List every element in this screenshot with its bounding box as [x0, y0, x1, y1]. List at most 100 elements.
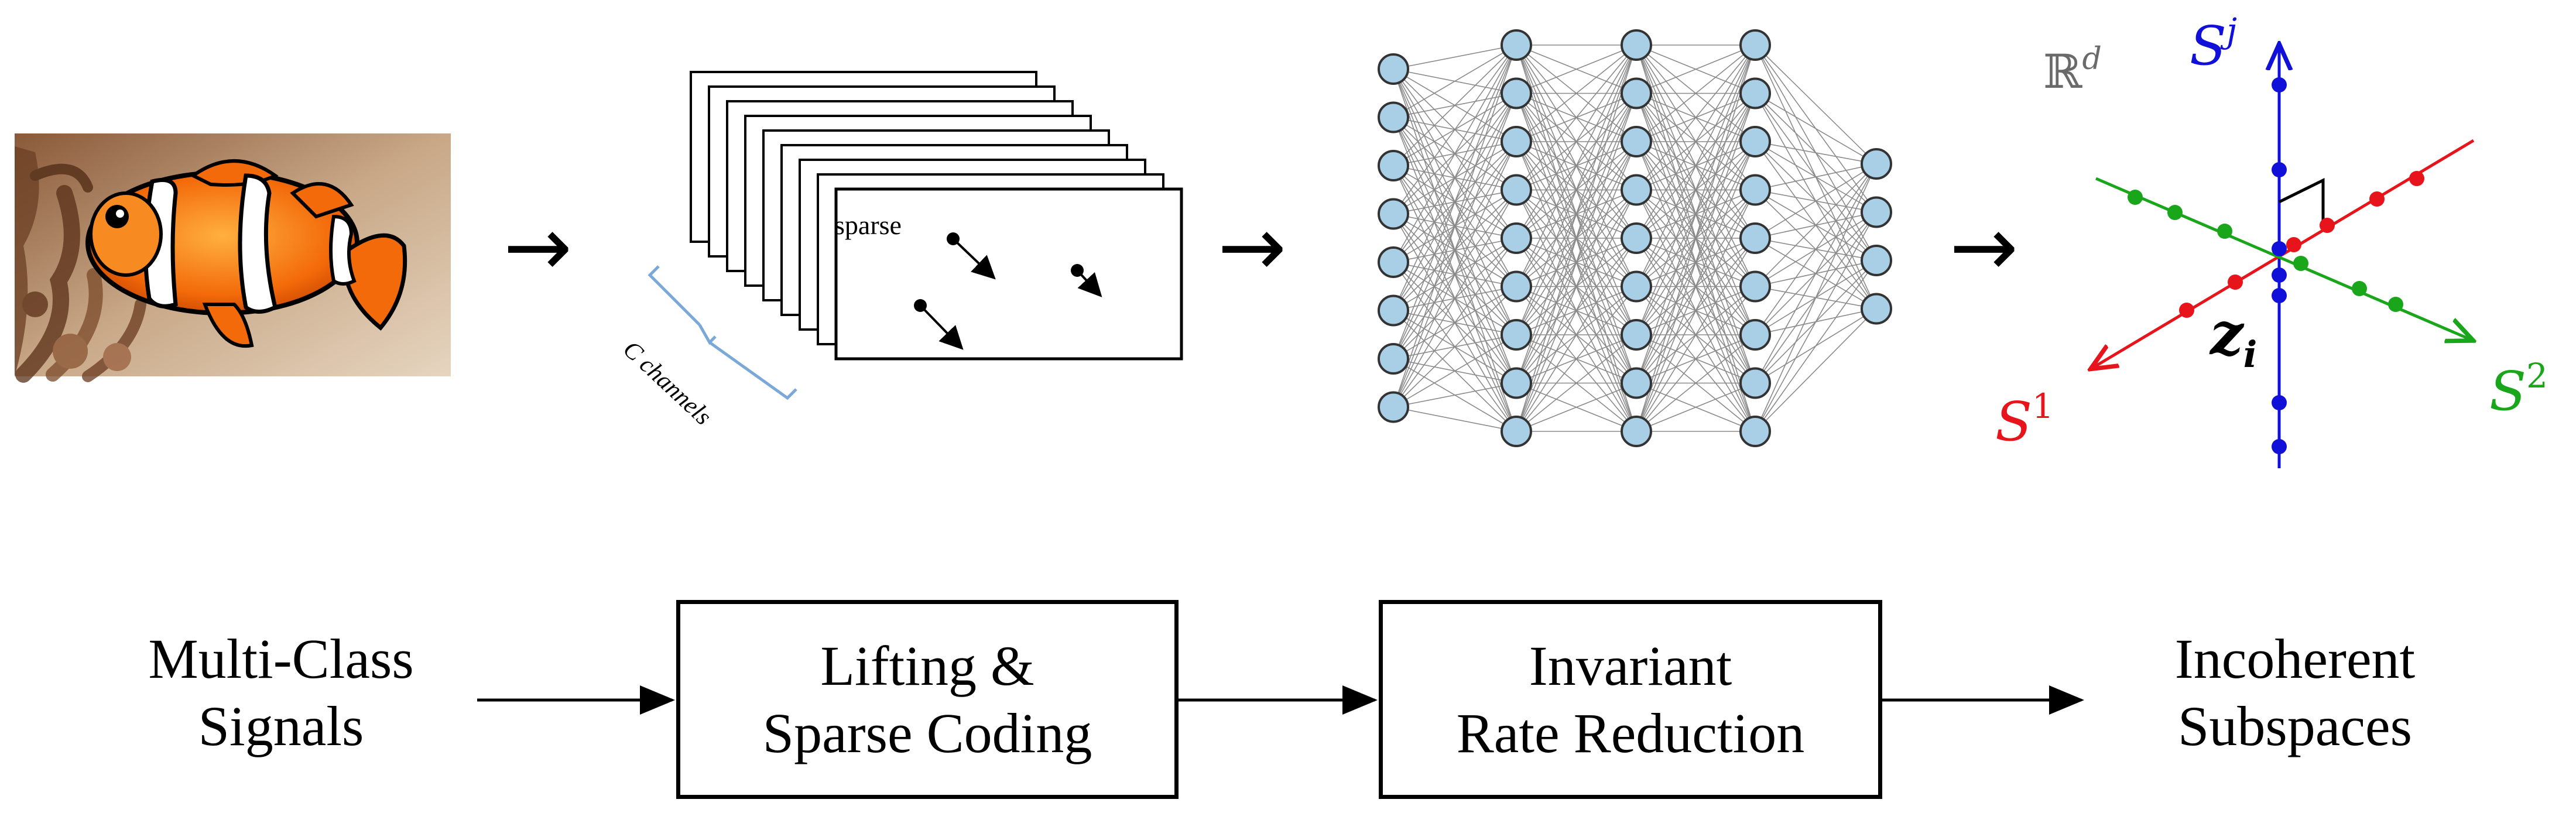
- network-edge: [1393, 44, 1517, 214]
- invariant-rate-reduction-box: Invariant Rate Reduction: [1379, 600, 1882, 799]
- network-edge: [1755, 163, 1877, 432]
- network-edge: [1636, 44, 1756, 383]
- network-edge: [1516, 141, 1637, 432]
- channels-label: C channels: [618, 336, 717, 431]
- network-edge: [1755, 141, 1877, 164]
- network-edge: [1516, 44, 1637, 94]
- neuron-layer-2: [1501, 319, 1532, 351]
- network-edge: [1636, 238, 1756, 432]
- network-edge: [1393, 93, 1517, 407]
- network-edge: [1516, 44, 1637, 287]
- network-edge: [1393, 190, 1517, 407]
- step2-line-2: Rate Reduction: [1456, 702, 1805, 764]
- neuron-layer-3: [1621, 77, 1652, 109]
- step1-line-1: Lifting &: [820, 634, 1034, 697]
- neuron-layer-1: [1378, 53, 1409, 85]
- neuron-layer-4: [1739, 29, 1771, 61]
- network-edge: [1755, 92, 1877, 164]
- network-edge: [1393, 44, 1517, 263]
- neuron-layer-1: [1378, 150, 1409, 181]
- network-edge: [1393, 238, 1517, 407]
- channel-card: [834, 187, 1183, 361]
- network-edge: [1516, 382, 1637, 432]
- network-edge: [1393, 44, 1517, 70]
- neuron-layer-1: [1378, 343, 1409, 375]
- subspace-1-points: [2179, 171, 2424, 318]
- subspace-2-axis: [2095, 177, 2471, 339]
- arrow-1: →: [503, 200, 572, 295]
- neuron-layer-4: [1739, 319, 1771, 351]
- channel-stack: [690, 71, 1183, 361]
- neuron-layer-1: [1378, 198, 1409, 230]
- neuron-layer-2: [1501, 416, 1532, 447]
- neuron-layer-4: [1739, 222, 1771, 254]
- space-symbol: ℝd: [2043, 42, 2102, 99]
- neuron-layer-5: [1861, 293, 1892, 325]
- sparse-card-content: sparse: [834, 210, 1102, 350]
- network-edge: [1393, 406, 1517, 432]
- subspace-1-label: S1: [1995, 386, 2054, 453]
- network-edge: [1516, 44, 1637, 239]
- network-edge: [1516, 334, 1637, 432]
- step2-line-1: Invariant: [1529, 634, 1732, 697]
- neuron-layer-5: [1861, 196, 1892, 228]
- neuron-layer-3: [1621, 416, 1652, 447]
- neuron-layer-4: [1739, 126, 1771, 157]
- network-edge: [1636, 44, 1756, 287]
- neuron-layer-4: [1739, 416, 1771, 447]
- neuron-layer-1: [1378, 391, 1409, 423]
- network-edge: [1516, 44, 1637, 191]
- neuron-layer-3: [1621, 174, 1652, 206]
- neuron-layer-3: [1621, 367, 1652, 399]
- network-edge: [1636, 334, 1756, 432]
- top-illustration: → → → sparse C channels: [15, 11, 2548, 468]
- neuron-layer-4: [1739, 270, 1771, 303]
- subspace-j-label: Sj: [2190, 11, 2237, 77]
- network-edge: [1755, 212, 1877, 432]
- network-edge: [1755, 163, 1877, 383]
- neuron-layer-2: [1501, 29, 1532, 61]
- neuron-layer-5: [1861, 245, 1892, 276]
- network-edge: [1636, 44, 1756, 191]
- neuron-layer-4: [1739, 77, 1771, 109]
- input-line-2: Signals: [198, 695, 364, 758]
- sparse-arrow-3: [914, 299, 964, 350]
- neuron-layer-1: [1378, 246, 1409, 278]
- network-edges: [1393, 44, 1877, 432]
- network-edge: [1755, 44, 1877, 164]
- network-edge: [1516, 44, 1637, 383]
- neural-network: [1378, 29, 1892, 447]
- neuron-layer-2: [1501, 222, 1532, 254]
- neuron-layer-1: [1378, 294, 1409, 327]
- neuron-layer-2: [1501, 77, 1532, 109]
- neuron-layer-4: [1739, 367, 1771, 399]
- network-edge: [1636, 44, 1756, 335]
- network-edge: [1393, 286, 1517, 408]
- subspace-j-points: [2272, 77, 2287, 454]
- network-edge: [1755, 163, 1877, 287]
- output-line-2: Subspaces: [2178, 695, 2412, 758]
- output-label: Incoherent Subspaces: [2137, 625, 2453, 760]
- neuron-layer-2: [1501, 126, 1532, 157]
- neuron-layer-2: [1501, 367, 1532, 399]
- subspace-2-points: [2128, 190, 2403, 312]
- network-edge: [1755, 163, 1877, 191]
- neuron-layer-5: [1861, 148, 1892, 180]
- sparse-arrow-1: [947, 232, 996, 280]
- neuron-layer-2: [1501, 270, 1532, 303]
- neuron-layer-3: [1621, 270, 1652, 303]
- lifting-sparse-coding-box: Lifting & Sparse Coding: [676, 600, 1179, 799]
- right-angle-mark: [2278, 177, 2325, 224]
- neuron-layer-3: [1621, 222, 1652, 254]
- network-edge: [1393, 141, 1517, 407]
- network-edge: [1393, 44, 1517, 359]
- network-edge: [1393, 334, 1517, 408]
- neuron-layer-1: [1378, 101, 1409, 133]
- neuron-layer-4: [1739, 174, 1771, 206]
- network-edge: [1636, 44, 1756, 142]
- sparse-arrow-2: [1071, 264, 1102, 297]
- network-edge: [1636, 93, 1756, 432]
- input-label: Multi-Class Signals: [141, 625, 422, 760]
- neuron-layer-3: [1621, 29, 1652, 61]
